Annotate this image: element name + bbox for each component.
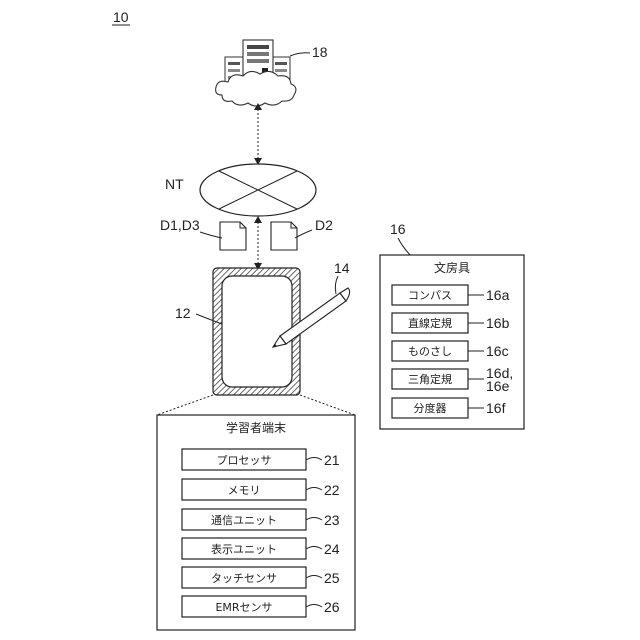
document-right-icon: [271, 222, 297, 250]
stationery-item-label: コンパス: [408, 289, 452, 302]
terminal-label: 12: [175, 305, 191, 321]
component-ref: 25: [324, 570, 340, 586]
component-ref: 23: [324, 512, 340, 528]
stationery-item: ものさし 16c: [392, 341, 509, 361]
figure-number: 10: [113, 9, 129, 25]
network-node: [200, 164, 316, 216]
stationery-item-label: 直線定規: [408, 316, 452, 330]
stationery-item: 分度器 16f: [392, 398, 506, 418]
component-label: 通信ユニット: [211, 514, 277, 527]
document-left-label: D1,D3: [160, 217, 200, 233]
component-ref: 21: [324, 452, 340, 468]
component-ref: 26: [324, 599, 340, 615]
stationery-item-ref: 16c: [486, 343, 509, 359]
learner-terminal-title: 学習者端末: [226, 420, 286, 435]
stationery-item: コンパス 16a: [392, 285, 510, 305]
document-left-leader: [200, 232, 222, 238]
stationery-item-ref: 16f: [486, 400, 506, 416]
pen-leader: [335, 276, 338, 294]
component-label: 表示ユニット: [211, 542, 277, 556]
stationery-item-ref: 16a: [486, 287, 510, 303]
component-label: プロセッサ: [217, 454, 272, 467]
stationery-item-ref: 16b: [486, 315, 510, 331]
component-label: タッチセンサ: [211, 572, 277, 585]
document-left-icon: [220, 222, 246, 250]
projection-line-left: [157, 395, 213, 415]
stationery-item: 直線定規 16b: [392, 313, 510, 333]
component-ref: 22: [324, 482, 340, 498]
document-right-label: D2: [315, 217, 333, 233]
component-label: EMRセンサ: [215, 601, 272, 614]
stationery-title: 文房具: [434, 260, 470, 275]
network-label: NT: [165, 176, 184, 192]
server-leader-line: [290, 53, 310, 56]
stationery-leader: [398, 238, 410, 255]
server-cloud-icon: [216, 40, 296, 106]
stationery-item-label: ものさし: [408, 345, 452, 358]
pen-label: 14: [334, 260, 350, 276]
component-ref: 24: [324, 541, 340, 557]
server-label: 18: [312, 44, 328, 60]
stationery-item-label: 三角定規: [408, 372, 452, 386]
stationery-item-label: 分度器: [414, 401, 447, 415]
stationery-item-ref-2: 16e: [486, 378, 510, 394]
stationery-ref: 16: [390, 221, 406, 237]
projection-line-right: [300, 395, 355, 415]
component-label: メモリ: [228, 484, 261, 497]
